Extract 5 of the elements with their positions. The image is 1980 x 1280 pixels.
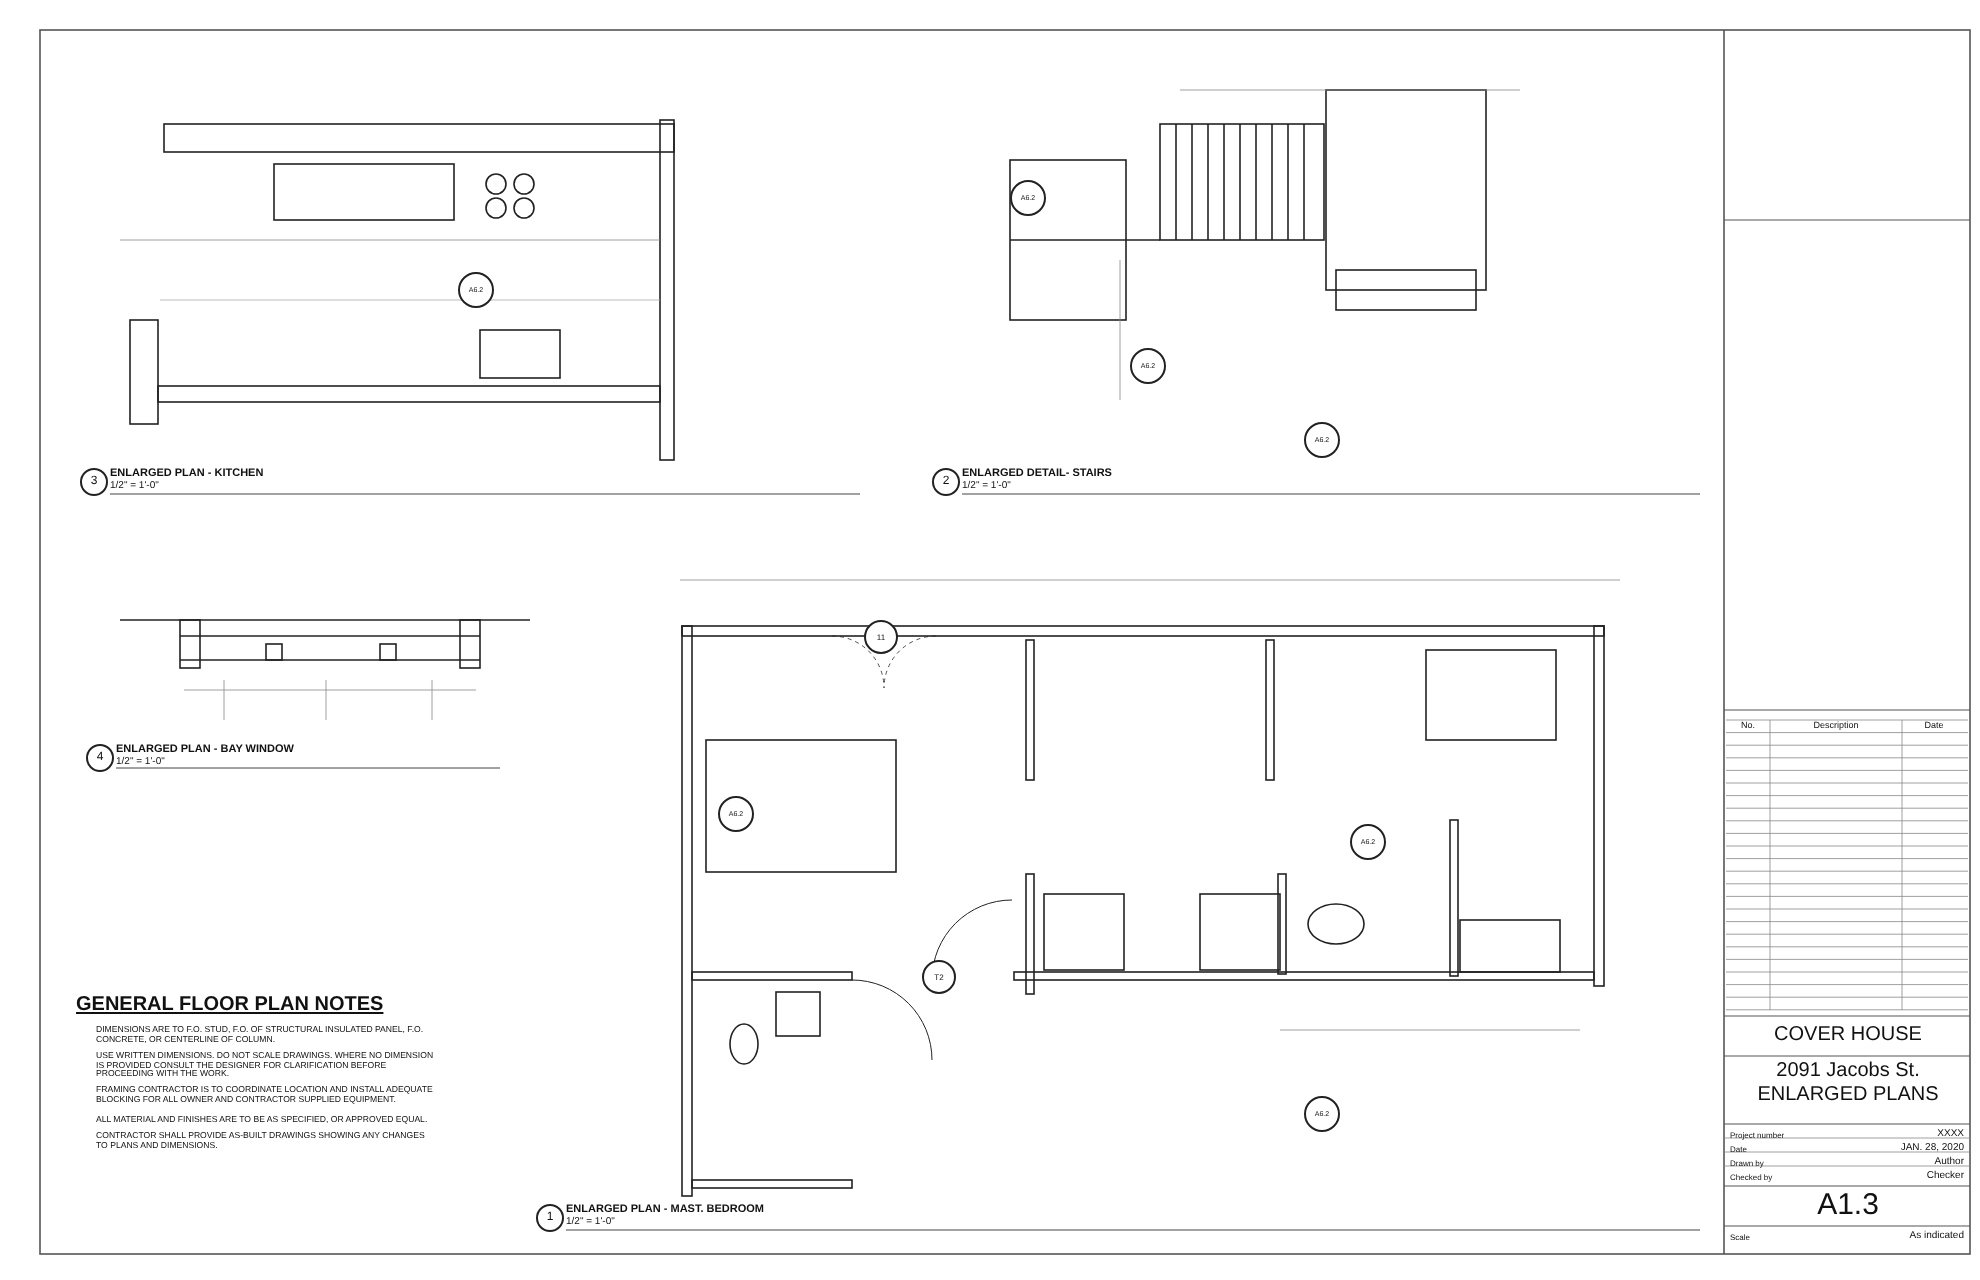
sheet-title: ENLARGED PLANS [1755, 1084, 1941, 1106]
project-address: 2091 Jacobs St. [1774, 1060, 1922, 1082]
project-name: COVER HOUSE [1772, 1024, 1924, 1046]
sheet-number: A1.3 [1815, 1190, 1881, 1223]
notes-heading: GENERAL FLOOR PLAN NOTES [76, 994, 384, 1016]
